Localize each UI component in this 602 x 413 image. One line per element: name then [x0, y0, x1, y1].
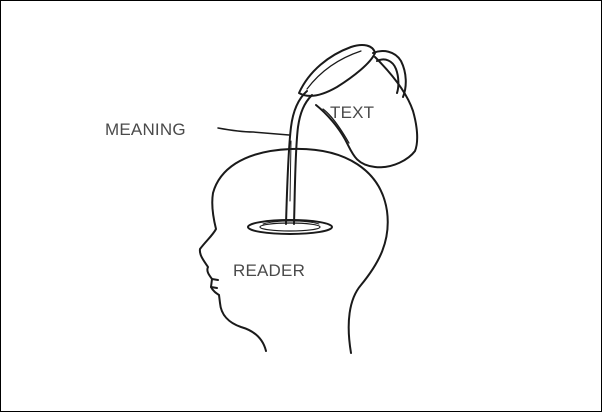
- head-silhouette-icon: [200, 149, 388, 353]
- reader-label: READER: [233, 261, 305, 280]
- pouring-stream-icon: [286, 91, 312, 224]
- meaning-leader-line: [218, 128, 289, 135]
- meaning-label: MEANING: [105, 120, 186, 139]
- text-label: TEXT: [330, 103, 374, 122]
- pool-icon: [248, 220, 332, 234]
